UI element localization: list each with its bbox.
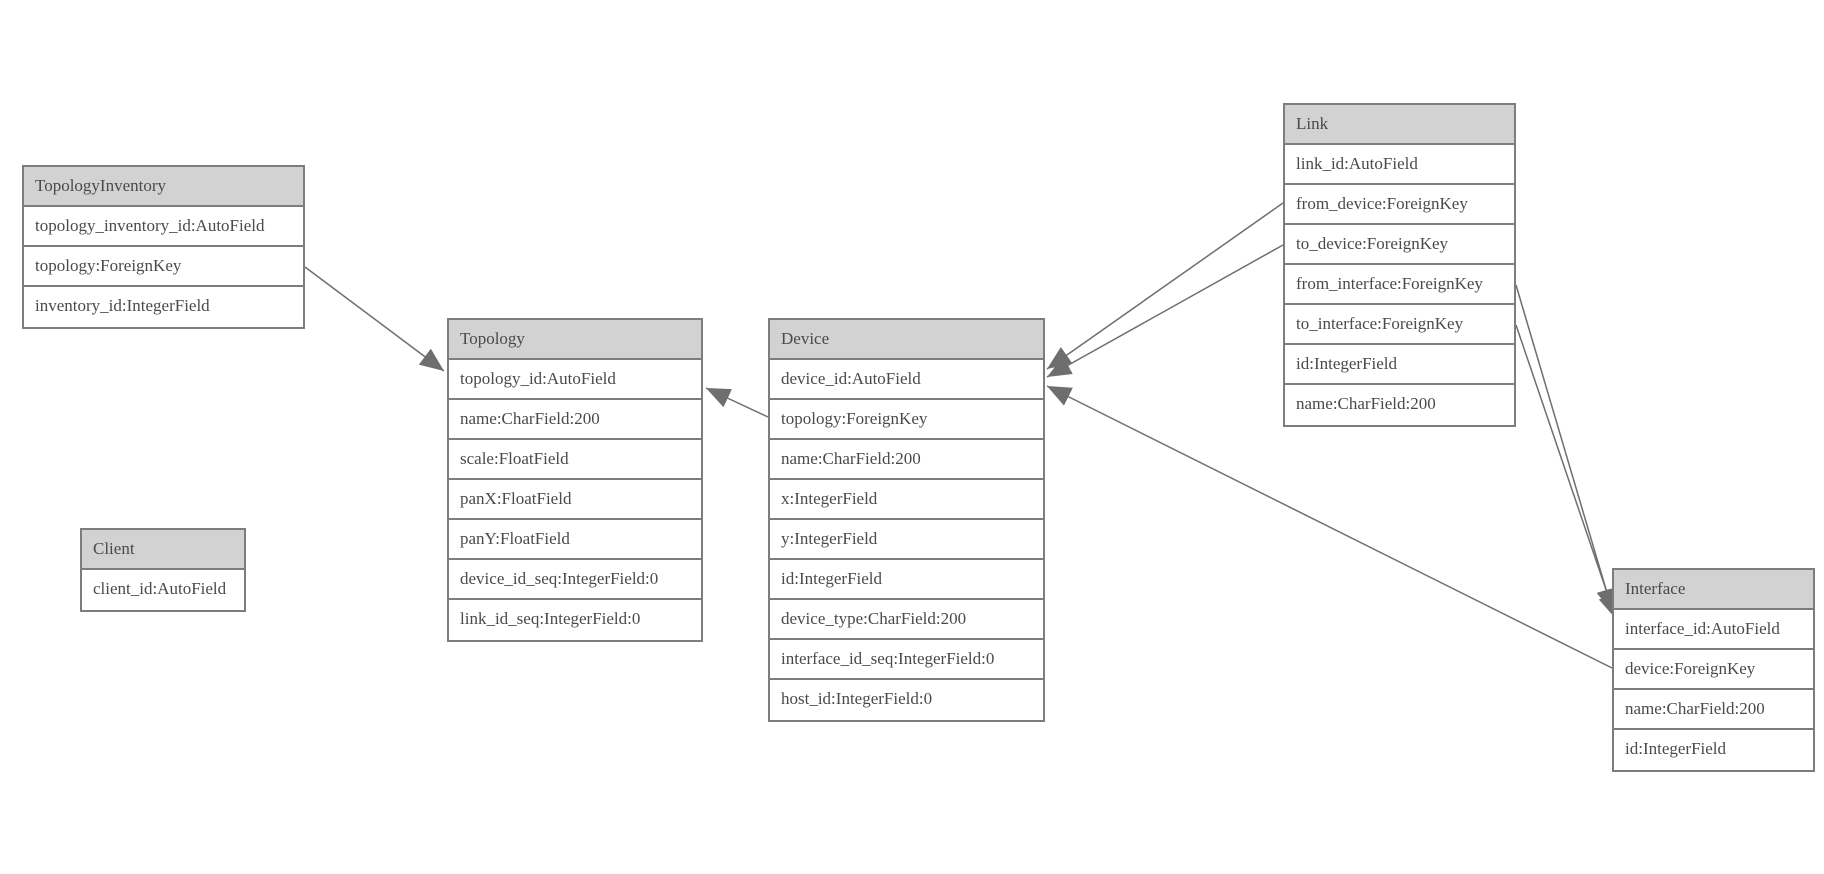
- field-row: topology_id:AutoField: [449, 360, 701, 400]
- field-row: id:IntegerField: [770, 560, 1043, 600]
- edge-link-tointerface-interface: [1515, 324, 1618, 620]
- field-row: name:CharField:200: [449, 400, 701, 440]
- entity-interface: Interface interface_id:AutoField device:…: [1612, 568, 1815, 772]
- field-row: y:IntegerField: [770, 520, 1043, 560]
- entity-topology-inventory-title: TopologyInventory: [24, 167, 303, 207]
- field-row: host_id:IntegerField:0: [770, 680, 1043, 720]
- entity-topology-inventory: TopologyInventory topology_inventory_id:…: [22, 165, 305, 329]
- field-row: interface_id_seq:IntegerField:0: [770, 640, 1043, 680]
- field-row: client_id:AutoField: [82, 570, 244, 610]
- field-row: name:CharField:200: [770, 440, 1043, 480]
- field-row: topology:ForeignKey: [770, 400, 1043, 440]
- edge-link-todevice-device: [1046, 244, 1284, 378]
- field-row: from_interface:ForeignKey: [1285, 265, 1514, 305]
- field-row: to_interface:ForeignKey: [1285, 305, 1514, 345]
- field-row: device_type:CharField:200: [770, 600, 1043, 640]
- edge-device-topology: [705, 387, 769, 418]
- field-row: inventory_id:IntegerField: [24, 287, 303, 327]
- field-row: topology:ForeignKey: [24, 247, 303, 287]
- field-row: panY:FloatField: [449, 520, 701, 560]
- entity-link-title: Link: [1285, 105, 1514, 145]
- entity-client-title: Client: [82, 530, 244, 570]
- edge-link-fromdevice-device: [1046, 202, 1284, 370]
- field-row: link_id_seq:IntegerField:0: [449, 600, 701, 640]
- entity-link: Link link_id:AutoField from_device:Forei…: [1283, 103, 1516, 427]
- field-row: name:CharField:200: [1285, 385, 1514, 425]
- field-row: device_id:AutoField: [770, 360, 1043, 400]
- field-row: to_device:ForeignKey: [1285, 225, 1514, 265]
- edge-topologyinventory-topology: [304, 266, 445, 372]
- field-row: x:IntegerField: [770, 480, 1043, 520]
- field-row: panX:FloatField: [449, 480, 701, 520]
- entity-topology: Topology topology_id:AutoField name:Char…: [447, 318, 703, 642]
- field-row: topology_inventory_id:AutoField: [24, 207, 303, 247]
- field-row: name:CharField:200: [1614, 690, 1813, 730]
- edge-interface-device: [1046, 385, 1613, 669]
- entity-interface-title: Interface: [1614, 570, 1813, 610]
- field-row: device_id_seq:IntegerField:0: [449, 560, 701, 600]
- field-row: device:ForeignKey: [1614, 650, 1813, 690]
- entity-client: Client client_id:AutoField: [80, 528, 246, 612]
- entity-device: Device device_id:AutoField topology:Fore…: [768, 318, 1045, 722]
- field-row: interface_id:AutoField: [1614, 610, 1813, 650]
- field-row: link_id:AutoField: [1285, 145, 1514, 185]
- field-row: id:IntegerField: [1285, 345, 1514, 385]
- field-row: id:IntegerField: [1614, 730, 1813, 770]
- entity-topology-title: Topology: [449, 320, 701, 360]
- field-row: scale:FloatField: [449, 440, 701, 480]
- edge-link-frominterface-interface: [1515, 284, 1616, 614]
- field-row: from_device:ForeignKey: [1285, 185, 1514, 225]
- entity-device-title: Device: [770, 320, 1043, 360]
